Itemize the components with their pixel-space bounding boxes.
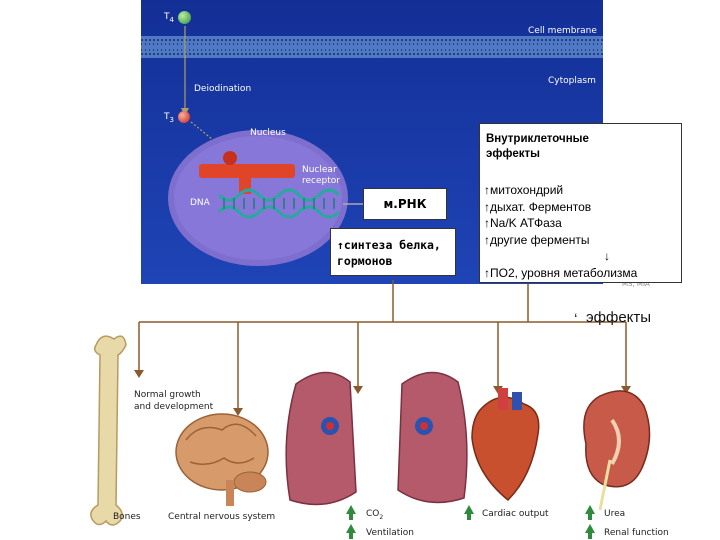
kidney-illustration xyxy=(583,390,651,511)
ventilation-up-arrow-icon xyxy=(346,524,356,539)
co2-up-arrow-icon xyxy=(346,505,356,520)
brain-illustration xyxy=(175,413,269,506)
co2-label: CO2 xyxy=(366,509,384,521)
effects-mark: ʻ xyxy=(574,312,578,329)
effect-item: ↑ПО2, уровня метаболизма xyxy=(484,265,638,280)
cardiac-output-label: Cardiac output xyxy=(482,509,549,519)
effect-item: ↑другие ферменты xyxy=(484,232,590,247)
cns-label: Central nervous system xyxy=(168,512,276,522)
effect-item: ↑Na/K АТФаза xyxy=(484,216,562,230)
effects-label: эффекты xyxy=(586,309,652,326)
intracellular-effects-title: Внутриклеточные эффекты xyxy=(486,133,589,160)
nuclear-receptor-label-2: receptor xyxy=(302,176,340,186)
effects-list: ↑митохондрий ↑дыхат. Ферментов ↑Na/K АТФ… xyxy=(484,182,637,281)
growth-label-2: and development xyxy=(134,402,214,412)
dna-label: DNA xyxy=(190,198,210,208)
cell-illustration xyxy=(141,26,603,266)
renal-function-label: Renal function xyxy=(604,528,669,538)
renal-up-arrow-icon xyxy=(585,524,595,539)
urea-label: Urea xyxy=(604,509,626,519)
nuclear-receptor-label-1: Nuclear xyxy=(302,165,337,175)
urea-up-arrow-icon xyxy=(585,505,595,520)
mrna-box: м.РНК xyxy=(363,188,447,220)
heart-illustration xyxy=(471,388,540,502)
effect-item: ↑дыхат. Ферментов xyxy=(484,199,592,214)
cytoplasm-label: Cytoplasm xyxy=(548,76,596,86)
cardiac-up-arrow-icon xyxy=(464,505,474,520)
t4-molecule xyxy=(178,11,191,24)
growth-label-1: Normal growth xyxy=(134,390,201,400)
t4-label: T4 xyxy=(164,12,174,24)
effect-item: ↓ xyxy=(604,249,610,263)
t3-label: T3 xyxy=(164,112,174,124)
effect-item: ↑митохондрий xyxy=(484,183,564,197)
t3-molecule xyxy=(178,111,190,123)
nucleus-label: Nucleus xyxy=(250,128,286,138)
bone-illustration xyxy=(90,335,127,526)
intracellular-effects-box: Внутриклеточные эффекты ↑митохондрий ↑ды… xyxy=(479,123,682,283)
bones-label: Bones xyxy=(113,512,141,522)
cell-membrane-label: Cell membrane xyxy=(528,26,597,36)
protein-synthesis-box: ↑синтеза белка, гормонов xyxy=(330,228,456,276)
ventilation-label: Ventilation xyxy=(366,528,414,538)
deiodination-label: Deiodination xyxy=(194,84,252,94)
credit-label: MS, MIA xyxy=(622,280,650,288)
lungs-illustration xyxy=(285,371,468,506)
